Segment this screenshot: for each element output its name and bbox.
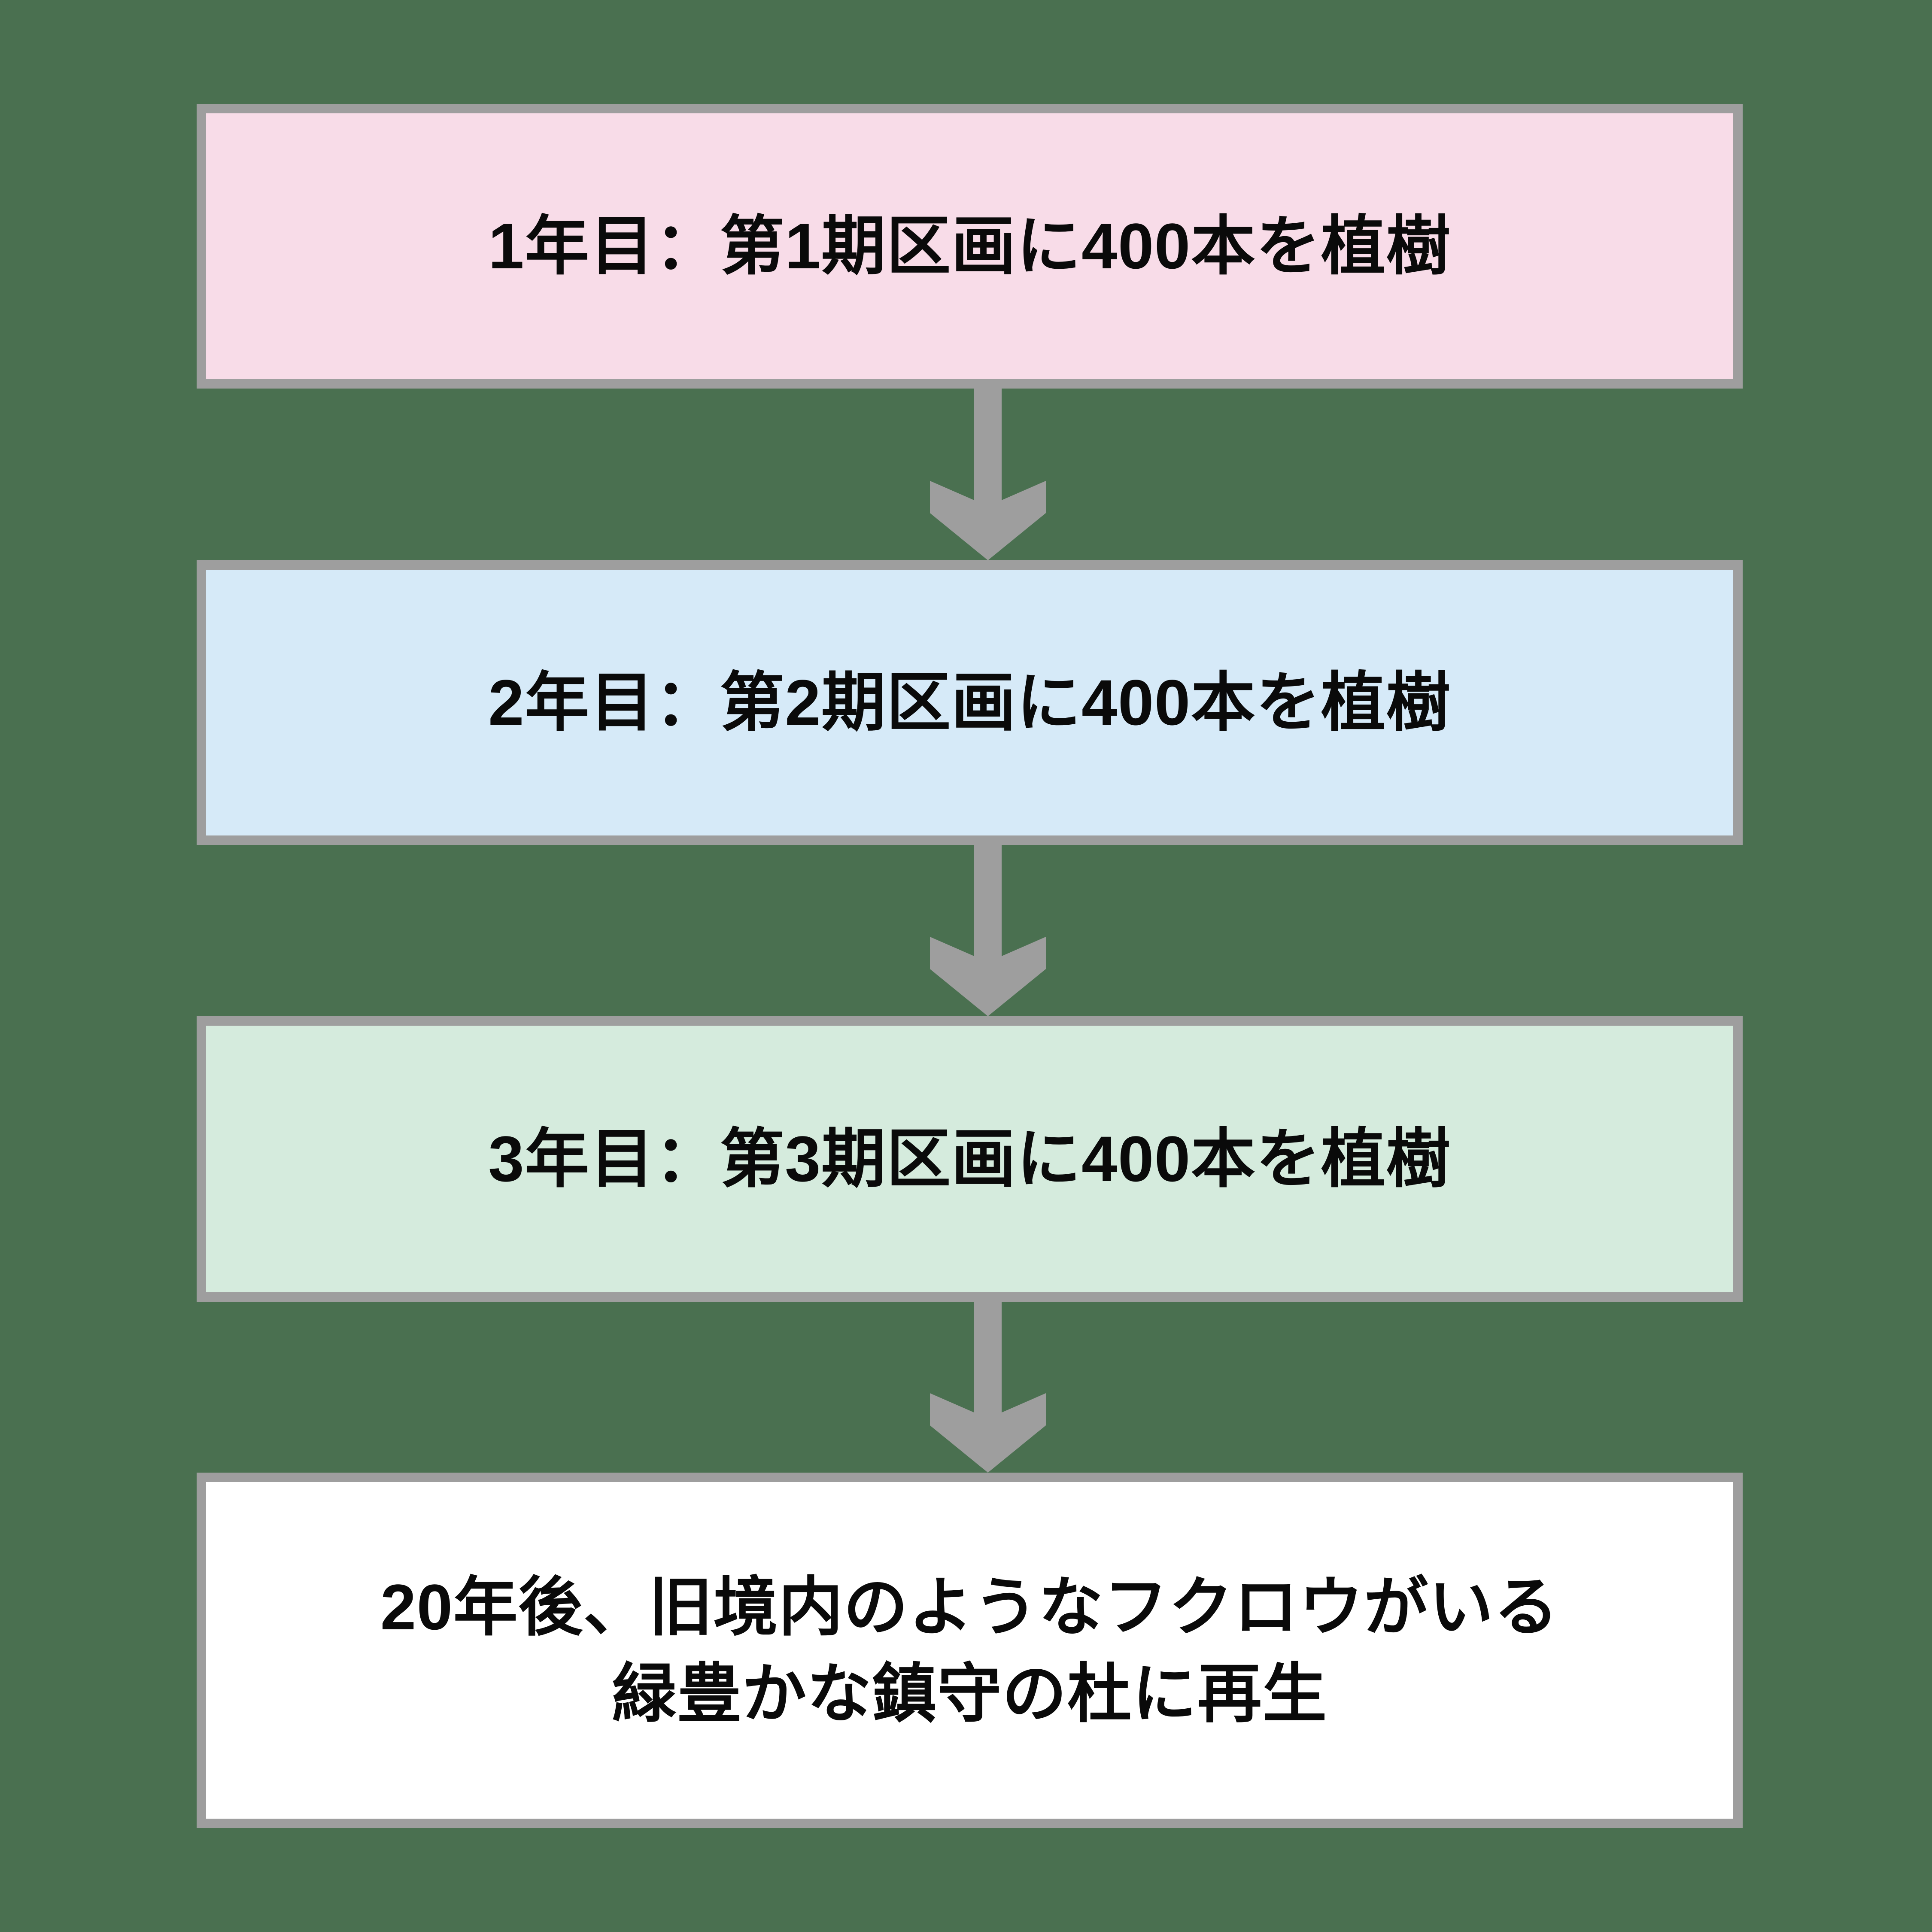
arrow-down-icon-2 <box>930 845 1046 1016</box>
arrow-down-icon-1 <box>930 389 1046 560</box>
flow-node-year-2[interactable]: 2年目：第2期区画に400本を植樹 <box>197 560 1743 845</box>
flow-node-year-3[interactable]: 3年目：第3期区画に400本を植樹 <box>197 1016 1743 1302</box>
flow-node-year-1-label: 1年目：第1期区画に400本を植樹 <box>488 210 1451 283</box>
flow-node-year-2-label: 2年目：第2期区画に400本を植樹 <box>488 666 1451 739</box>
flow-node-outcome[interactable]: 20年後、旧境内のようなフクロウがいる 緑豊かな鎮守の杜に再生 <box>197 1473 1743 1828</box>
flow-node-outcome-label-line2: 緑豊かな鎮守の杜に再生 <box>612 1658 1327 1730</box>
flow-node-outcome-label-line1: 20年後、旧境内のようなフクロウがいる <box>380 1571 1559 1643</box>
flow-node-year-3-label: 3年目：第3期区画に400本を植樹 <box>488 1123 1451 1195</box>
flow-node-outcome-label: 20年後、旧境内のようなフクロウがいる 緑豊かな鎮守の杜に再生 <box>363 1564 1576 1738</box>
arrow-down-icon-3 <box>930 1302 1046 1473</box>
flow-node-year-1[interactable]: 1年目：第1期区画に400本を植樹 <box>197 104 1743 389</box>
